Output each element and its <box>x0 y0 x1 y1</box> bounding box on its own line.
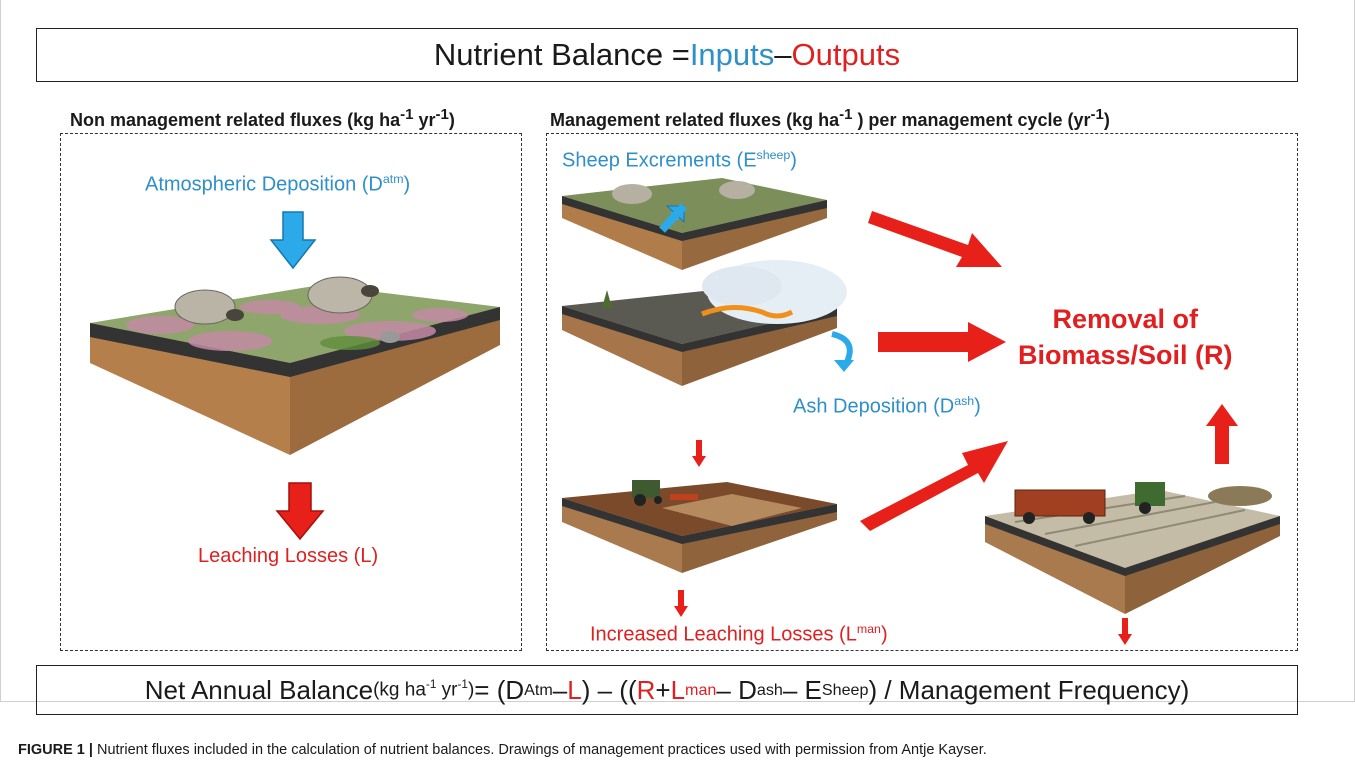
heathland-with-sheep-illustration <box>90 276 500 455</box>
title-inputs: Inputs <box>689 37 775 72</box>
mowing-tractor-illustration <box>562 480 837 573</box>
figure-caption: FIGURE 1 | Nutrient fluxes included in t… <box>18 742 987 758</box>
burning-illustration <box>562 260 847 386</box>
leaching-losses-arrow <box>275 482 325 541</box>
arrow-burning-to-removal <box>878 322 1006 362</box>
left-dashed-panel <box>60 133 522 651</box>
increased-leaching-label: Increased Leaching Losses (Lman) <box>590 622 888 646</box>
title-prefix: Nutrient Balance = <box>433 37 690 72</box>
title-minus: – <box>774 37 792 72</box>
removal-line-2: Biomass/Soil (R) <box>1018 340 1233 371</box>
caption-label: FIGURE 1 | <box>18 742 93 758</box>
leaching-losses-label: Leaching Losses (L) <box>198 545 379 567</box>
sod-cutting-illustration <box>985 482 1280 614</box>
left-panel-heading: Non management related fluxes (kg ha-1 y… <box>70 106 455 130</box>
title-outputs: Outputs <box>791 37 901 72</box>
removal-label: Removal of Biomass/Soil (R) <box>1018 301 1233 374</box>
right-panel-heading: Management related fluxes (kg ha-1 ) per… <box>550 106 1110 130</box>
atmospheric-deposition-arrow <box>269 211 317 270</box>
arrow-sod-cutting-to-removal <box>1206 404 1238 464</box>
title-box: Nutrient Balance = ​Inputs – Outputs <box>36 28 1298 82</box>
removal-line-1: Removal of <box>1052 304 1199 334</box>
small-leaching-arrow-3 <box>1118 618 1132 645</box>
right-dashed-panel <box>546 133 1298 651</box>
caption-text: Nutrient fluxes included in the calculat… <box>92 742 987 758</box>
small-leaching-arrow-2 <box>674 590 688 617</box>
small-leaching-arrow-1 <box>692 440 706 467</box>
sheep-grazing-illustration <box>562 178 827 270</box>
ash-deposition-curved-arrow <box>831 331 854 372</box>
sheep-excrements-label: Sheep Excrements (Esheep) <box>562 148 797 172</box>
atmospheric-deposition-label: Atmospheric Deposition (Datm) <box>145 172 411 196</box>
arrow-grazing-to-removal <box>868 211 1002 267</box>
arrow-mowing-to-removal <box>860 441 1008 531</box>
ash-deposition-label: Ash Deposition (Dash) <box>793 394 981 418</box>
